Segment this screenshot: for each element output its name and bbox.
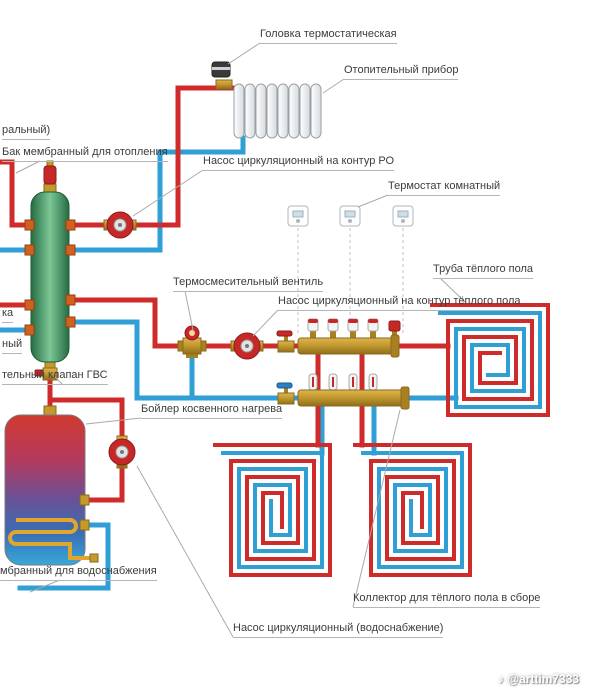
thermo-mixing-valve bbox=[177, 325, 207, 358]
label-pump-ro: Насос циркуляционный на контур РО bbox=[203, 155, 395, 171]
label-cut-main: ральный) bbox=[2, 124, 51, 140]
separator-ports bbox=[24, 219, 76, 336]
room-thermostat-icon bbox=[392, 205, 414, 227]
pump-dhw bbox=[108, 435, 136, 469]
manifold-air-vent-icon bbox=[388, 320, 401, 332]
boiler-coil bbox=[8, 518, 92, 560]
thermostatic-head-icon bbox=[211, 61, 231, 78]
label-floor-manifold: Коллектор для тёплого пола в сборе bbox=[353, 592, 541, 608]
indirect-boiler bbox=[4, 405, 99, 566]
manifold-actuators bbox=[307, 318, 379, 338]
leader-lines bbox=[15, 42, 467, 638]
pump-floor-circuit bbox=[230, 332, 264, 360]
label-pump-floor: Насос циркуляционный на контур тёплого п… bbox=[278, 295, 521, 311]
air-vent-icon bbox=[43, 165, 57, 185]
label-membrane-tank-heating: Бак мембранный для отопления bbox=[2, 146, 168, 162]
music-note-icon: ♪ bbox=[498, 672, 504, 686]
room-thermostats bbox=[287, 205, 414, 227]
manifold-return bbox=[297, 373, 410, 410]
return-ball-valve bbox=[276, 382, 295, 405]
label-heating-device: Отопительный прибор bbox=[344, 64, 459, 80]
watermark-handle: @arttim7333 bbox=[507, 672, 580, 686]
label-thermostatic-head: Головка термостатическая bbox=[260, 28, 397, 44]
label-boiler: Бойлер косвенного нагрева bbox=[141, 403, 283, 419]
floor-loop-bottom-right bbox=[353, 443, 472, 577]
label-pump-water: Насос циркуляционный (водоснабжение) bbox=[233, 622, 444, 638]
room-thermostat-icon bbox=[339, 205, 361, 227]
label-room-thermostat: Термостат комнатный bbox=[388, 180, 501, 196]
pump-radiator-circuit bbox=[103, 211, 137, 239]
label-floor-pipe: Труба тёплого пола bbox=[433, 263, 534, 279]
label-membrane-tank-water: мбранный для водоснабжения bbox=[0, 565, 157, 581]
label-cut-ka: ка bbox=[2, 307, 14, 323]
flow-meters bbox=[308, 373, 378, 391]
manifold-supply bbox=[297, 318, 401, 358]
floor-loop-bottom-left bbox=[213, 443, 332, 577]
dhw-safety-valve bbox=[34, 367, 58, 381]
radiator bbox=[211, 61, 322, 139]
supply-ball-valve bbox=[276, 330, 295, 353]
label-dhw-valve: тельный клапан ГВС bbox=[2, 369, 108, 385]
floor-loop-right bbox=[430, 303, 550, 417]
thermostat-links bbox=[297, 228, 404, 336]
hydraulic-separator bbox=[24, 160, 76, 369]
label-cut-ny: ный bbox=[2, 338, 23, 354]
room-thermostat-icon bbox=[287, 205, 309, 227]
label-mixing-valve: Термосмесительный вентиль bbox=[173, 276, 324, 292]
watermark: ♪ @arttim7333 bbox=[498, 672, 579, 686]
